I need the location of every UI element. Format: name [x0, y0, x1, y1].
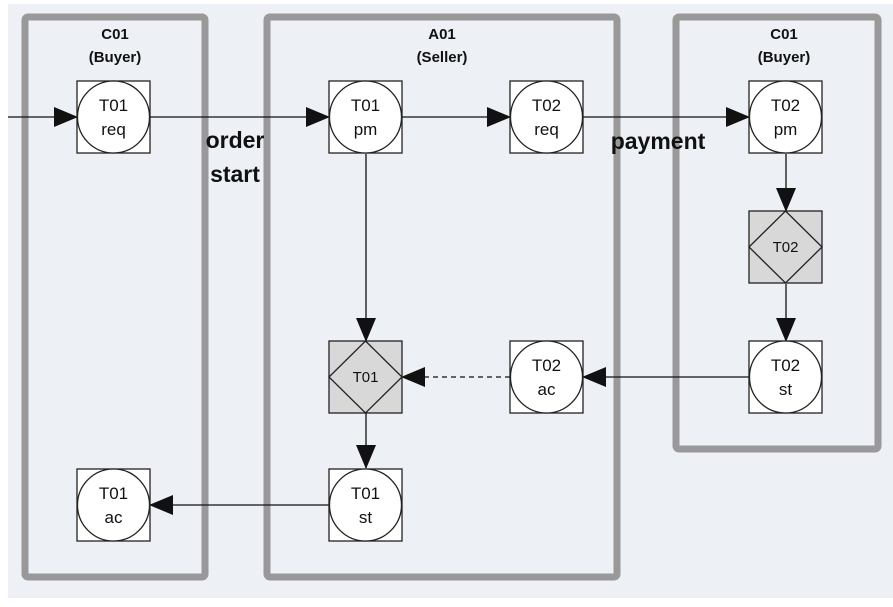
lane-a01-seller: A01 (Seller) — [263, 13, 621, 581]
flow-label-order: order — [206, 127, 265, 153]
node-label-line2: st — [779, 380, 793, 399]
node-label-line1: T01 — [99, 484, 128, 503]
decision-label: T01 — [353, 369, 379, 386]
node-a01-t01-st: T01 st — [328, 468, 403, 542]
node-a01-t02-ac: T02 ac — [509, 340, 584, 414]
node-label-line2: req — [534, 120, 559, 139]
lane-title: C01 — [770, 26, 798, 43]
decision-label: T02 — [773, 239, 799, 256]
node-label-line2: pm — [774, 120, 798, 139]
lane-c01-buyer-left: C01 (Buyer) — [21, 13, 209, 581]
node-label-line1: T01 — [99, 96, 128, 115]
node-c01-t01-ac: T01 ac — [76, 468, 151, 542]
lane-subtitle: (Buyer) — [758, 49, 811, 66]
node-a01-t01-decision: T01 — [328, 340, 403, 414]
node-label-line1: T01 — [351, 96, 380, 115]
node-label-line2: req — [101, 120, 126, 139]
lane-c01-buyer-right: C01 (Buyer) — [672, 13, 882, 453]
node-c01b-t02-pm: T02 pm — [748, 80, 823, 154]
flow-label-start: start — [210, 161, 260, 187]
node-label-line1: T02 — [771, 356, 800, 375]
node-a01-t01-pm: T01 pm — [328, 80, 403, 154]
lane-subtitle: (Seller) — [417, 49, 468, 66]
connectors — [8, 107, 796, 515]
node-label-line2: pm — [354, 120, 378, 139]
node-c01-t01-req: T01 req — [76, 80, 151, 154]
node-a01-t02-req: T02 req — [509, 80, 584, 154]
node-c01b-t02-st: T02 st — [748, 340, 823, 414]
node-label-line1: T02 — [532, 96, 561, 115]
node-label-line1: T01 — [351, 484, 380, 503]
node-c01b-t02-decision: T02 — [748, 210, 823, 284]
lane-subtitle: (Buyer) — [89, 49, 142, 66]
lane-title: C01 — [101, 26, 129, 43]
node-label-line1: T02 — [771, 96, 800, 115]
node-label-line2: st — [359, 508, 373, 527]
node-label-line1: T02 — [532, 356, 561, 375]
node-label-line2: ac — [538, 380, 556, 399]
flow-label-payment: payment — [611, 128, 706, 154]
lane-title: A01 — [428, 26, 456, 43]
node-label-line2: ac — [105, 508, 123, 527]
